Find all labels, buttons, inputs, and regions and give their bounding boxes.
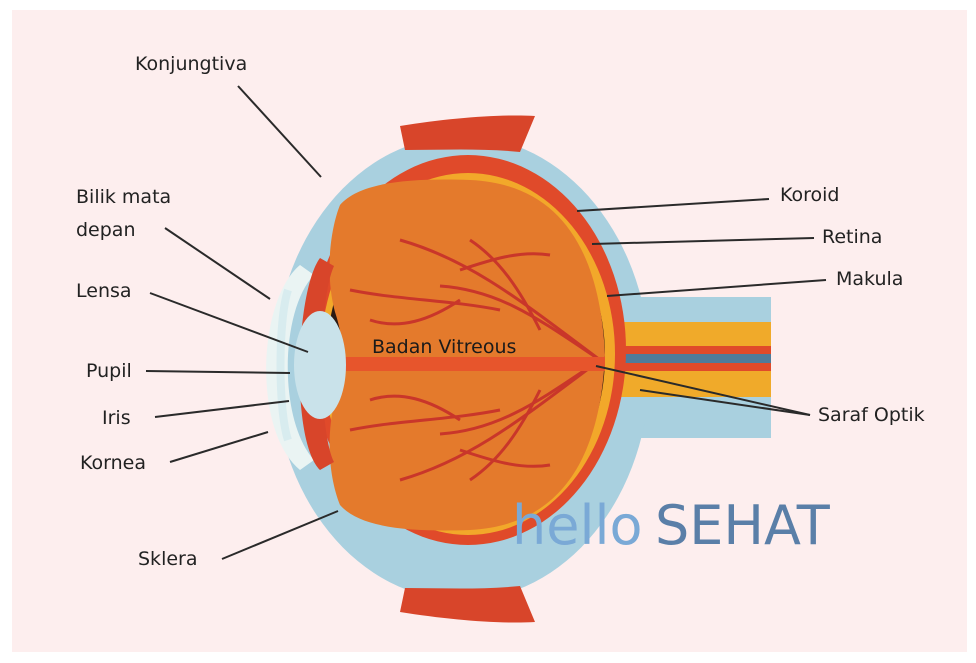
label-makula: Makula [836, 268, 903, 290]
label-retina: Retina [822, 226, 882, 248]
label-sklera: Sklera [138, 548, 198, 570]
watermark-hello: hello [512, 494, 643, 557]
watermark-sehat: SEHAT [655, 494, 831, 557]
optic-nerve-yellow-bottom [600, 371, 771, 397]
label-bilik-mata-line1: Bilik mata [76, 186, 171, 208]
label-kornea: Kornea [80, 452, 146, 474]
hellosehat-watermark: hello SEHAT [512, 494, 831, 557]
label-iris: Iris [102, 407, 131, 429]
label-saraf-optik: Saraf Optik [818, 404, 925, 426]
label-lensa: Lensa [76, 280, 132, 302]
vitreous-canal [330, 357, 605, 371]
label-konjungtiva: Konjungtiva [135, 53, 247, 75]
label-bilik-mata-line2: depan [76, 219, 136, 241]
label-koroid: Koroid [780, 184, 840, 206]
label-badan-vitreous: Badan Vitreous [372, 336, 516, 358]
optic-nerve-red-bottom [600, 363, 771, 371]
label-pupil: Pupil [86, 360, 132, 382]
lens [294, 311, 346, 419]
